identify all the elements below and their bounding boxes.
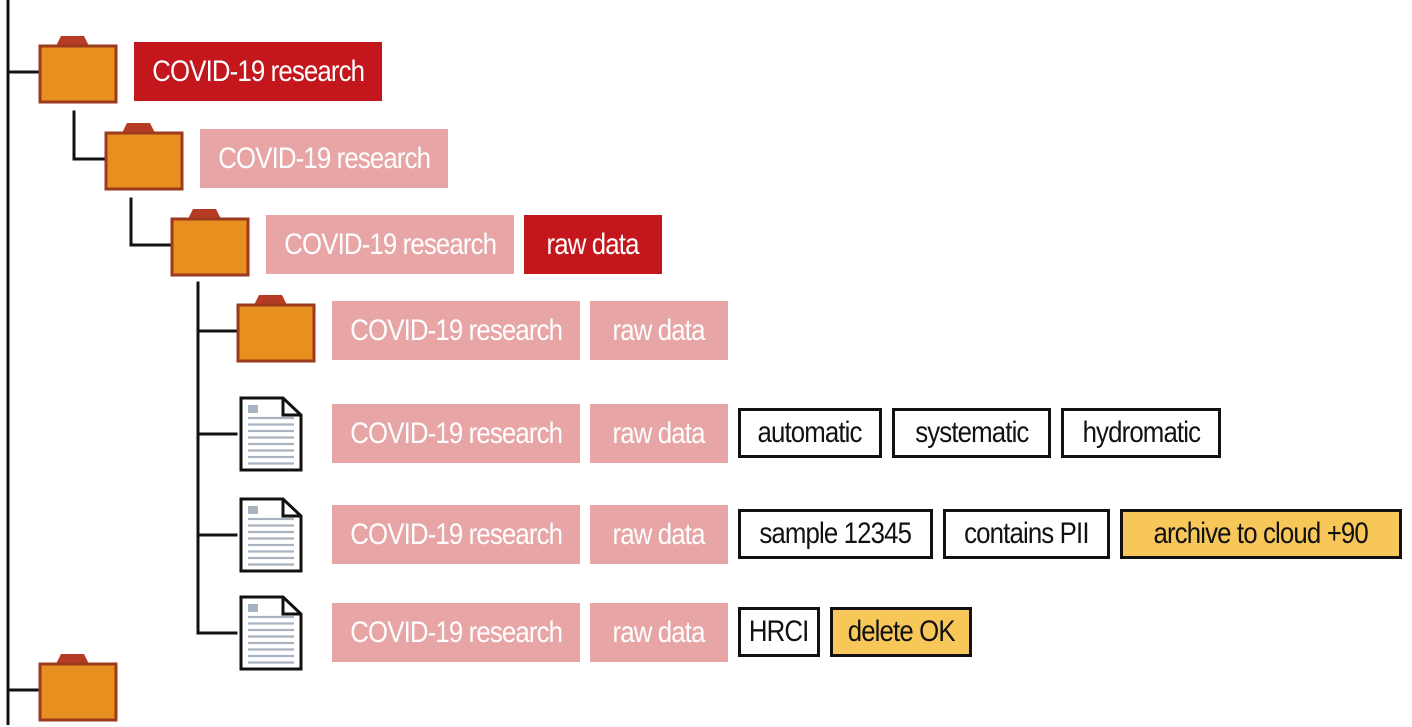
tag-label[interactable]: COVID-19 research: [332, 301, 580, 360]
tree-node-file[interactable]: COVID-19 research raw data HRCI delete OK: [0, 595, 1412, 671]
tag-label[interactable]: raw data: [590, 301, 728, 360]
tag-text: automatic: [757, 416, 863, 449]
folder-icon[interactable]: [236, 291, 316, 368]
folder-icon[interactable]: [38, 32, 118, 109]
tag-text: COVID-19 research: [350, 517, 563, 551]
tag-text: COVID-19 research: [350, 416, 563, 450]
tag-label[interactable]: systematic: [892, 408, 1051, 458]
tag-text: delete OK: [847, 615, 955, 648]
tag-label[interactable]: COVID-19 research: [134, 42, 382, 101]
tag-text: hydromatic: [1082, 416, 1200, 449]
folder-icon[interactable]: [104, 119, 184, 196]
tag-text: COVID-19 research: [350, 615, 563, 649]
tree-node-folder[interactable]: COVID-19 research raw data: [0, 295, 1412, 363]
tree-node-folder[interactable]: COVID-19 research raw data: [0, 209, 1412, 277]
tag-text: archive to cloud +90: [1153, 517, 1369, 550]
folder-icon[interactable]: [170, 205, 250, 282]
tag-text: COVID-19 research: [350, 313, 563, 347]
tag-label[interactable]: archive to cloud +90: [1120, 509, 1402, 559]
tag-text: raw data: [612, 416, 706, 450]
tag-label[interactable]: COVID-19 research: [200, 129, 448, 188]
tag-text: systematic: [914, 416, 1029, 449]
tag-label[interactable]: contains PII: [943, 509, 1110, 559]
tag-text: HRCI: [749, 615, 809, 648]
tree-node-file[interactable]: COVID-19 research raw data automatic system…: [0, 396, 1412, 472]
document-icon[interactable]: [236, 593, 306, 678]
tag-text: COVID-19 research: [218, 141, 431, 175]
tag-label[interactable]: raw data: [590, 505, 728, 564]
tag-label[interactable]: COVID-19 research: [332, 404, 580, 463]
tag-text: raw data: [612, 615, 706, 649]
tag-label[interactable]: hydromatic: [1061, 408, 1221, 458]
tag-text: COVID-19 research: [284, 227, 497, 261]
tag-text: contains PII: [964, 517, 1089, 550]
tag-label[interactable]: raw data: [524, 215, 662, 274]
tag-label[interactable]: COVID-19 research: [332, 505, 580, 564]
tag-text: raw data: [546, 227, 640, 261]
document-icon[interactable]: [236, 394, 306, 479]
tag-label[interactable]: raw data: [590, 404, 728, 463]
tag-label[interactable]: delete OK: [830, 607, 972, 657]
tag-label[interactable]: COVID-19 research: [332, 603, 580, 662]
tree-node-folder[interactable]: [0, 654, 1412, 722]
tree-node-file[interactable]: COVID-19 research raw data sample 12345 con…: [0, 497, 1412, 573]
tag-text: COVID-19 research: [152, 54, 365, 88]
tag-text: raw data: [612, 517, 706, 551]
tag-label[interactable]: COVID-19 research: [266, 215, 514, 274]
tag-label[interactable]: HRCI: [738, 607, 820, 657]
document-icon[interactable]: [236, 495, 306, 580]
tree-node-folder[interactable]: COVID-19 research: [0, 36, 1412, 104]
folder-icon[interactable]: [38, 650, 118, 727]
tag-text: raw data: [612, 313, 706, 347]
tag-label[interactable]: raw data: [590, 603, 728, 662]
tag-label[interactable]: automatic: [738, 408, 882, 458]
tag-text: sample 12345: [759, 517, 913, 550]
tree-node-folder[interactable]: COVID-19 research: [0, 123, 1412, 191]
tag-label[interactable]: sample 12345: [738, 509, 933, 559]
